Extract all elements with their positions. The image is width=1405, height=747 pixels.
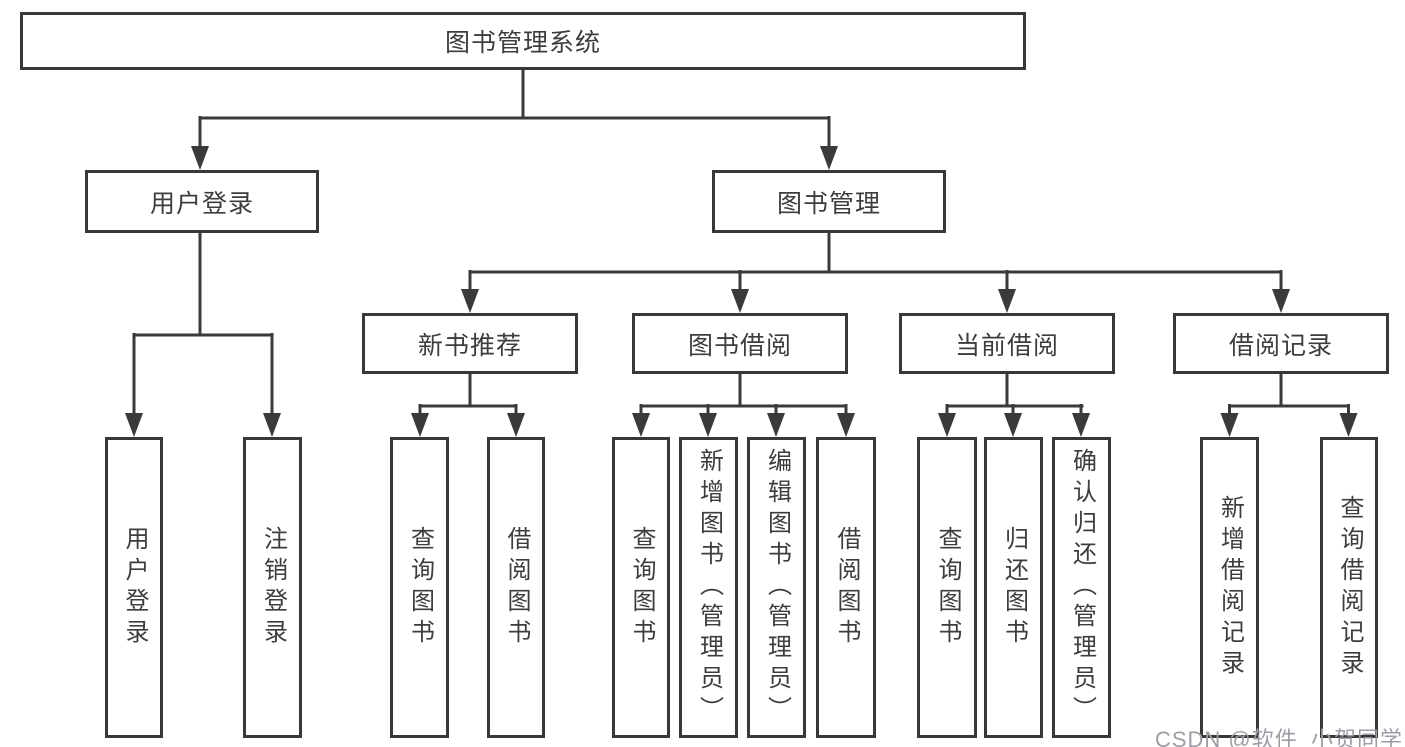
leaf-label: 注销登录 <box>259 525 287 650</box>
leaf-query-borrow-record: 查询借阅记录 <box>1320 437 1378 738</box>
leaf-query-books-borrowing: 查询图书 <box>612 437 670 738</box>
leaf-label: 查询图书 <box>934 525 961 650</box>
leaf-label: 新增借阅记录 <box>1216 494 1244 681</box>
leaf-label: 确认归还（管理员） <box>1068 448 1096 727</box>
leaf-confirm-return-admin: 确认归还（管理员） <box>1052 437 1111 738</box>
leaf-query-books-current: 查询图书 <box>917 437 977 738</box>
leaf-label: 查询图书 <box>628 525 655 650</box>
leaf-logout: 注销登录 <box>243 437 302 738</box>
leaf-label: 查询图书 <box>406 525 434 650</box>
node-book-borrowing: 图书借阅 <box>632 313 848 374</box>
leaf-label: 用户登录 <box>121 525 148 650</box>
leaf-borrow-books: 借阅图书 <box>816 437 876 738</box>
leaf-label: 查询借阅记录 <box>1336 494 1363 681</box>
node-current-borrowing: 当前借阅 <box>899 313 1115 374</box>
node-borrowing-records: 借阅记录 <box>1173 313 1389 374</box>
leaf-label: 归还图书 <box>1000 525 1028 650</box>
leaf-label: 借阅图书 <box>503 525 530 650</box>
csdn-watermark: CSDN @软件_小贺同学 <box>1154 727 1403 747</box>
leaf-edit-books-admin: 编辑图书（管理员） <box>747 437 806 738</box>
node-user-login: 用户登录 <box>85 170 319 233</box>
leaf-add-borrow-record: 新增借阅记录 <box>1200 437 1259 738</box>
leaf-label: 借阅图书 <box>833 525 860 650</box>
node-book-management: 图书管理 <box>712 170 946 233</box>
leaf-borrow-books-recommend: 借阅图书 <box>487 437 545 738</box>
leaf-query-books-recommend: 查询图书 <box>390 437 449 738</box>
leaf-add-books-admin: 新增图书（管理员） <box>679 437 738 738</box>
leaf-return-books: 归还图书 <box>984 437 1043 738</box>
node-new-book-recommend: 新书推荐 <box>362 313 578 374</box>
leaf-user-login: 用户登录 <box>105 437 163 738</box>
leaf-label: 编辑图书（管理员） <box>763 448 791 727</box>
node-root-system: 图书管理系统 <box>20 12 1026 70</box>
leaf-label: 新增图书（管理员） <box>695 448 723 727</box>
